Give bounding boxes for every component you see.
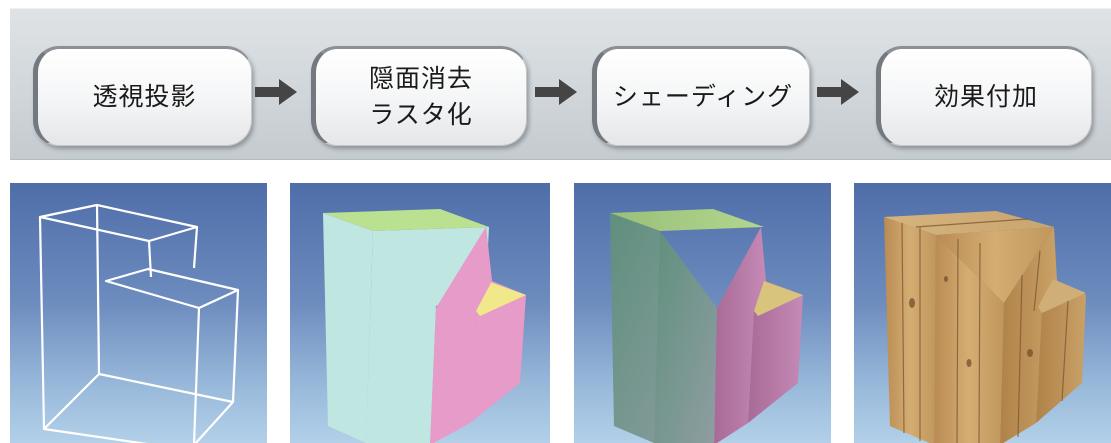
stage-label: 透視投影 bbox=[92, 82, 197, 111]
shaded-stair-illustration bbox=[610, 209, 803, 443]
stage-label: シェーディング bbox=[612, 82, 794, 111]
stage-hidden-surface-rasterize: 隠面消去 ラスタ化 bbox=[311, 46, 527, 146]
arrow-right-icon bbox=[535, 79, 577, 105]
flat-panel bbox=[290, 183, 550, 443]
wood-stair-illustration bbox=[884, 211, 1086, 443]
stage-effects: 効果付加 bbox=[876, 46, 1092, 146]
arrow-right-icon bbox=[255, 79, 297, 105]
wireframe-panel bbox=[10, 183, 267, 443]
shaded-panel bbox=[574, 183, 831, 443]
arrow-right-icon bbox=[817, 79, 859, 105]
flat-color-stair-illustration bbox=[323, 209, 526, 443]
wireframe-stair-illustration bbox=[38, 203, 240, 443]
stage-perspective-projection: 透視投影 bbox=[33, 46, 252, 146]
textured-panel bbox=[854, 183, 1111, 443]
stage-label: 効果付加 bbox=[933, 82, 1038, 111]
stage-shading: シェーディング bbox=[592, 46, 810, 146]
stage-label: 隠面消去 ラスタ化 bbox=[368, 64, 473, 129]
